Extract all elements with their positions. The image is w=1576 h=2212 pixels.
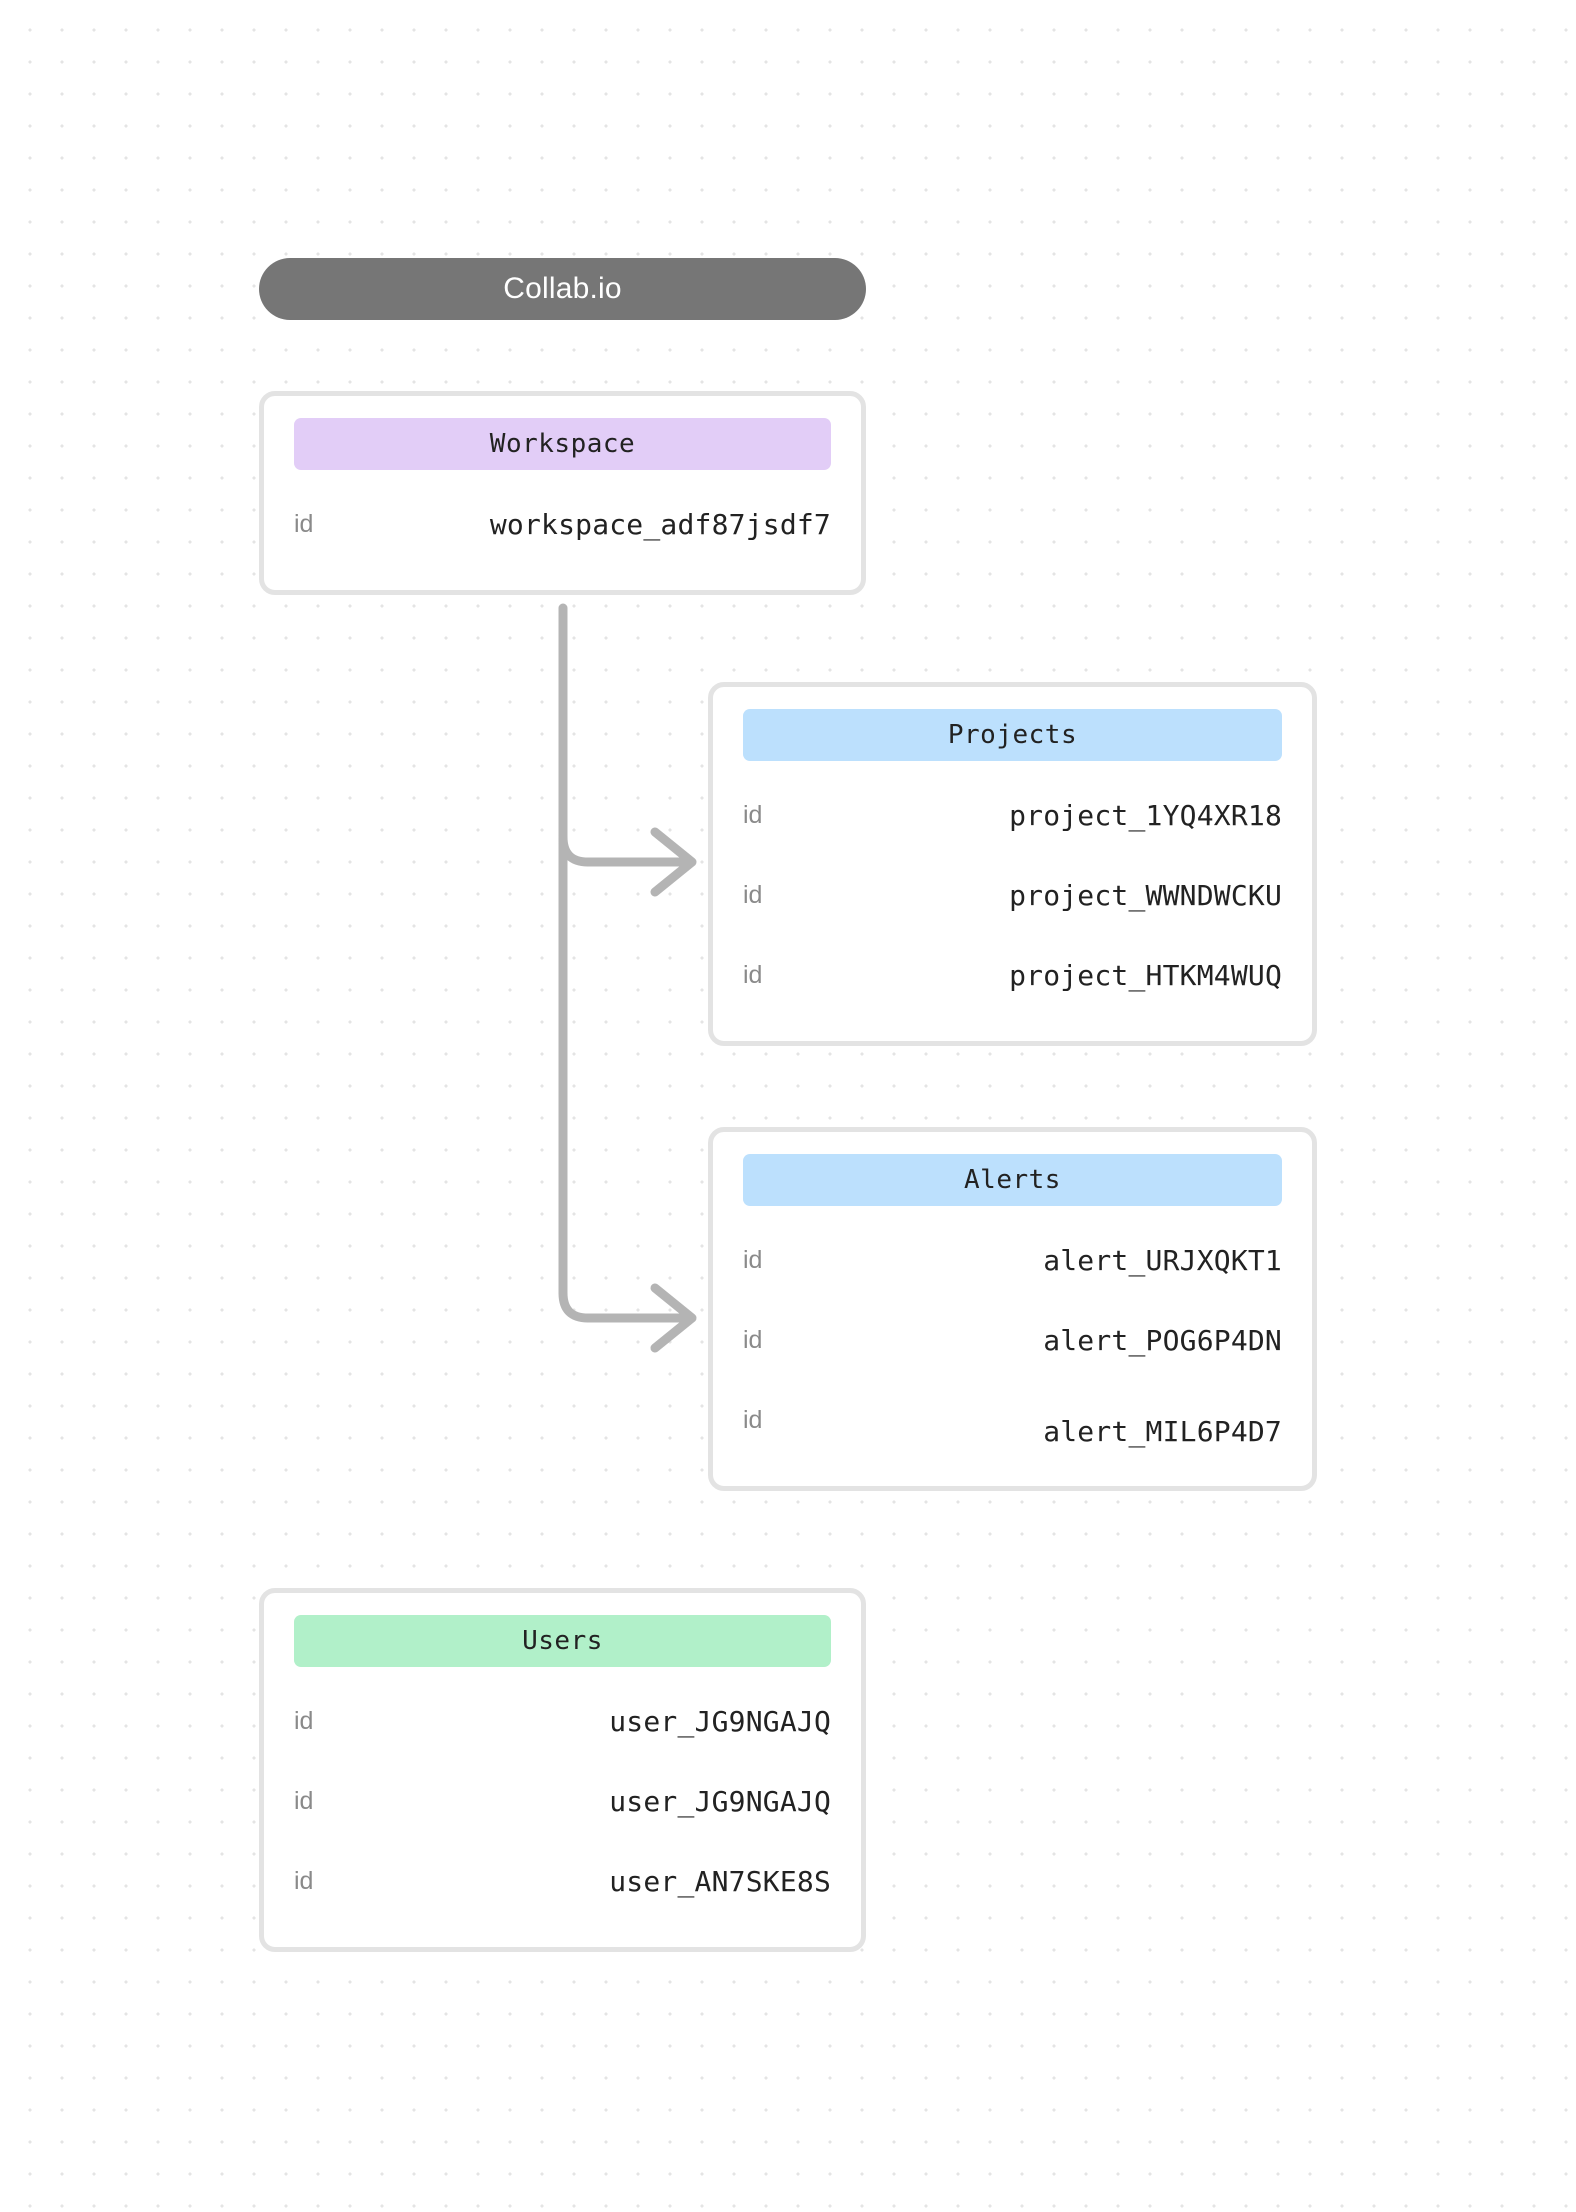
field-value: project_WWNDWCKU (1009, 878, 1282, 912)
field-row: id alert_URJXQKT1 (743, 1220, 1282, 1300)
entity-title-chip-alerts: Alerts (743, 1154, 1282, 1206)
field-row: id alert_MIL6P4D7 (743, 1380, 1282, 1460)
app-title-pill: Collab.io (259, 258, 866, 320)
field-key: id (294, 1866, 314, 1895)
entity-card-users[interactable]: Users id user_JG9NGAJQ id user_JG9NGAJQ … (259, 1588, 866, 1952)
field-key: id (743, 960, 763, 989)
field-value: user_AN7SKE8S (609, 1864, 831, 1898)
field-row: id alert_POG6P4DN (743, 1300, 1282, 1380)
field-row: id user_JG9NGAJQ (294, 1681, 831, 1761)
field-key: id (743, 1325, 763, 1354)
field-key: id (743, 1245, 763, 1274)
entity-title-alerts: Alerts (964, 1165, 1061, 1195)
field-value: workspace_adf87jsdf7 (489, 507, 831, 541)
field-key: id (294, 1786, 314, 1815)
field-key: id (743, 800, 763, 829)
field-value: alert_URJXQKT1 (1043, 1243, 1282, 1277)
entity-title-projects: Projects (947, 720, 1078, 750)
edge-workspace-projects (558, 832, 693, 867)
entity-title-chip-users: Users (294, 1615, 831, 1667)
entity-card-workspace[interactable]: Workspace id workspace_adf87jsdf7 (259, 391, 866, 595)
entity-card-projects[interactable]: Projects id project_1YQ4XR18 id project_… (708, 682, 1317, 1046)
field-value: alert_POG6P4DN (1043, 1323, 1282, 1357)
field-row: id project_HTKM4WUQ (743, 935, 1282, 1015)
field-row: id project_1YQ4XR18 (743, 775, 1282, 855)
field-row: id user_JG9NGAJQ (294, 1761, 831, 1841)
field-value: alert_MIL6P4D7 (1043, 1414, 1282, 1448)
field-key: id (294, 509, 314, 538)
field-value: user_JG9NGAJQ (609, 1704, 831, 1738)
app-title-text: Collab.io (503, 272, 622, 305)
field-value: project_1YQ4XR18 (1009, 798, 1282, 832)
field-row: id project_WWNDWCKU (743, 855, 1282, 935)
field-value: project_HTKM4WUQ (1009, 958, 1282, 992)
field-key: id (294, 1706, 314, 1735)
edge-workspace-trunk (558, 603, 693, 1323)
arrowhead-alerts-icon (650, 1283, 697, 1353)
field-row: id user_AN7SKE8S (294, 1841, 831, 1921)
field-row: id workspace_adf87jsdf7 (294, 484, 831, 564)
arrowhead-projects-icon (650, 827, 697, 897)
entity-title-workspace: Workspace (489, 429, 636, 459)
entity-title-users: Users (522, 1626, 603, 1656)
entity-card-alerts[interactable]: Alerts id alert_URJXQKT1 id alert_POG6P4… (708, 1127, 1317, 1491)
entity-title-chip-projects: Projects (743, 709, 1282, 761)
entity-title-chip-workspace: Workspace (294, 418, 831, 470)
field-value: user_JG9NGAJQ (609, 1784, 831, 1818)
field-key: id (743, 1405, 763, 1434)
field-key: id (743, 880, 763, 909)
